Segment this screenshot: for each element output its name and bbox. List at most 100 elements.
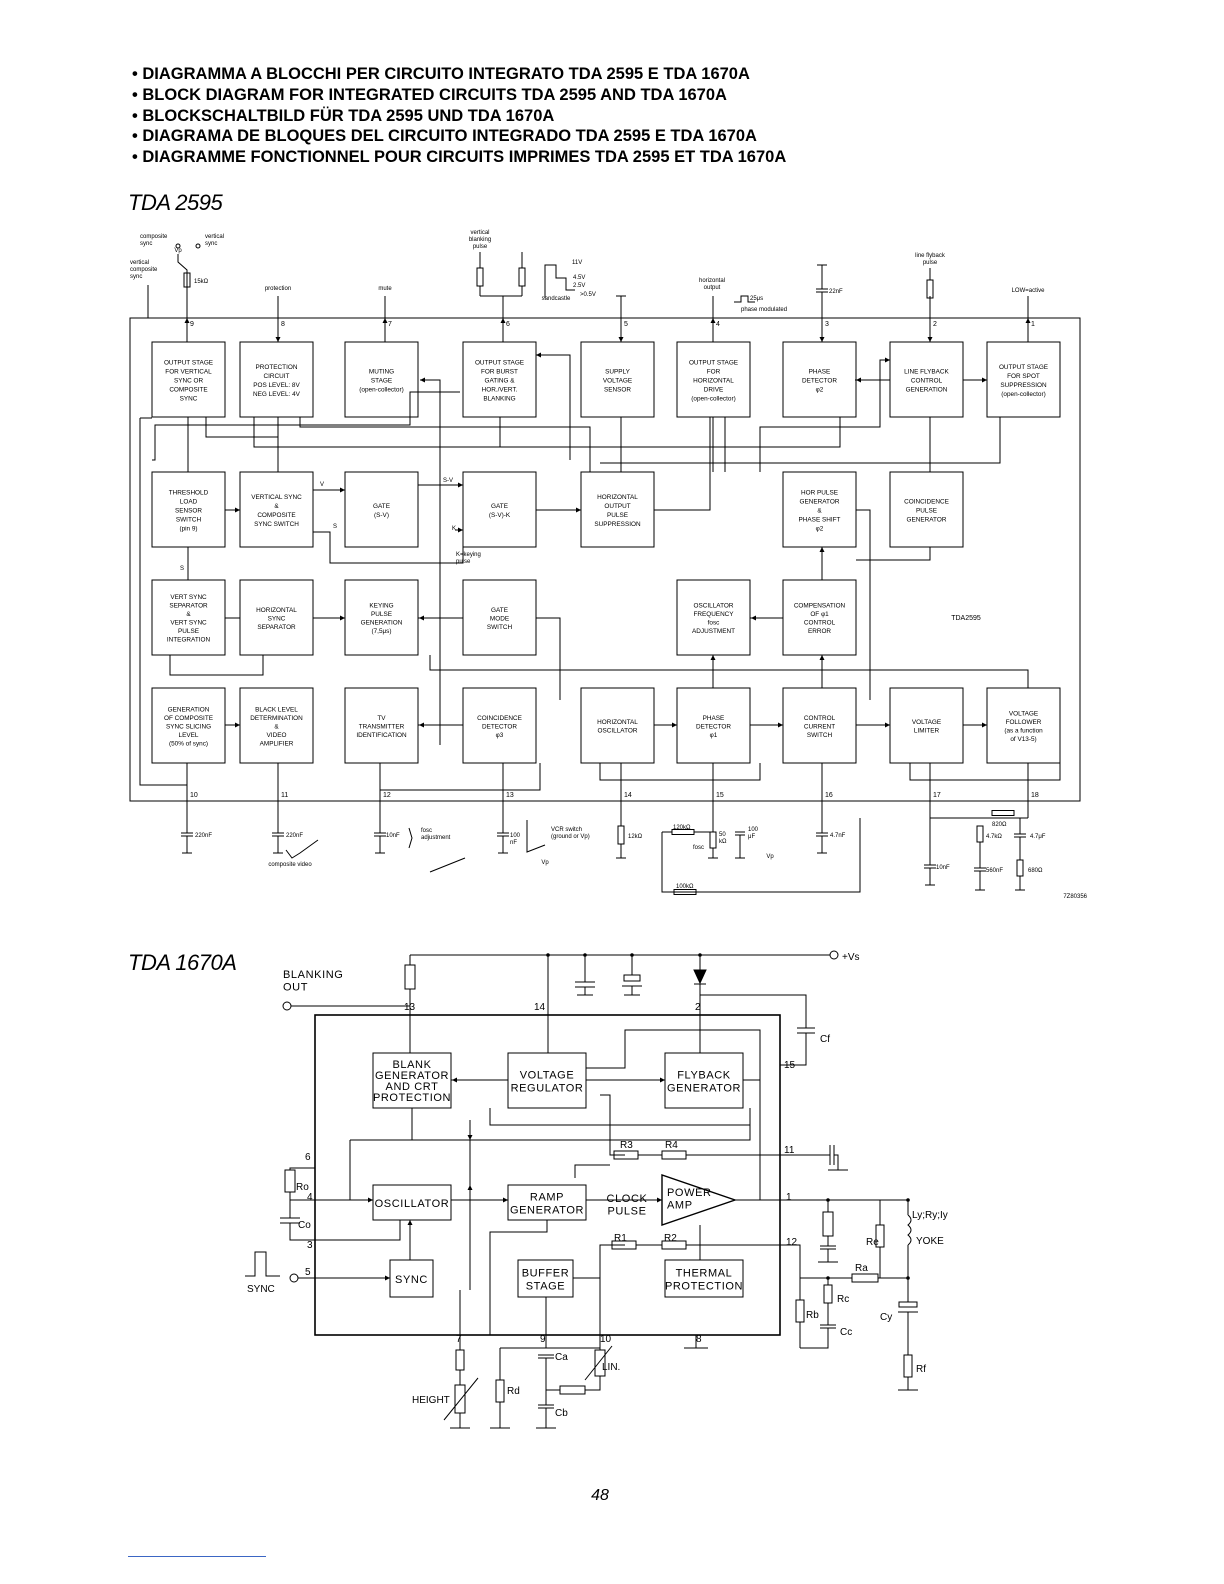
resistor (795, 1299, 805, 1323)
arrowhead (885, 722, 890, 728)
pin-number: 9 (190, 321, 194, 328)
pin-number: 11 (784, 1145, 795, 1156)
wire (139, 418, 187, 786)
wire (544, 264, 575, 298)
label-line: pulse (473, 244, 488, 250)
resistor (617, 825, 625, 845)
wire (289, 1223, 315, 1241)
vp-label: Vp (766, 854, 774, 860)
wire (834, 1154, 839, 1170)
block-label: SEPARATOR (169, 603, 208, 610)
block-label: BLACK LEVEL (255, 706, 298, 713)
block-label: LOAD (180, 499, 198, 506)
label-line: composite (130, 267, 158, 273)
signal-label: V (320, 482, 324, 488)
block-label: SUPPLY (605, 369, 630, 376)
block-label: GENERATOR (907, 517, 947, 524)
arrowhead (927, 337, 933, 342)
resistor-label: 4.7kΩ (986, 834, 1002, 840)
block-label: POS LEVEL: 8V (253, 382, 300, 389)
arrowhead (420, 377, 425, 383)
pin-number: 4 (716, 321, 720, 328)
capacitor-label: 10nF (936, 865, 950, 871)
block-label: (open-collector) (359, 387, 403, 394)
wire (253, 417, 501, 448)
heading-german: BLOCKSCHALTBILD FÜR TDA 2595 UND TDA 167… (132, 106, 786, 127)
block-label: GENERATOR (667, 1083, 741, 1095)
label-line: pulse (923, 260, 938, 266)
label-line: line flyback (915, 253, 946, 259)
wire (599, 763, 761, 781)
wire (489, 1108, 750, 1126)
arrowhead (382, 318, 388, 323)
resistor-label: 15kΩ (194, 279, 209, 285)
block-label: OSCILLATOR (694, 603, 734, 610)
pin-number: 4 (307, 1192, 313, 1203)
ca-label: Ca (555, 1352, 568, 1363)
block-label: VERT SYNC (170, 620, 207, 627)
block-label: PROTECTION (256, 364, 298, 371)
label-line: vertical (205, 234, 224, 240)
wire (694, 818, 714, 833)
vp-label: Vp (174, 248, 182, 254)
arrowhead (452, 1077, 457, 1083)
resistor (404, 964, 416, 990)
arrowhead (500, 318, 506, 323)
block-label: HORIZONTAL (256, 607, 297, 614)
heading-french: DIAGRAMME FONCTIONNEL POUR CIRCUITS IMPR… (132, 147, 786, 168)
ra-label: Ra (855, 1263, 868, 1274)
resistor (926, 279, 934, 299)
capacitor-label: 220nF (195, 833, 212, 839)
label-line: sync (205, 241, 217, 247)
block-label: MODE (490, 615, 509, 622)
block-label: SEPARATOR (257, 624, 296, 631)
block-label: KEYING (369, 603, 393, 610)
block-label: REGULATOR (511, 1083, 584, 1095)
block-label: PULSE (916, 508, 937, 515)
block-label: OUTPUT STAGE (999, 364, 1048, 371)
arrowhead (503, 1197, 508, 1203)
tda2595-block (889, 471, 964, 548)
arrowhead (618, 337, 624, 342)
label-line: POWER (667, 1187, 712, 1199)
block-label: OSCILLATOR (375, 1198, 450, 1210)
block-label: VOLTAGE (603, 378, 632, 385)
label-line: blanking (469, 237, 491, 243)
block-label: VIDEO (267, 732, 287, 739)
wire (315, 1220, 401, 1241)
block-label: GATE (491, 503, 508, 510)
label-line: 100 (510, 833, 521, 839)
arrowhead (710, 318, 716, 323)
arrowhead (982, 722, 987, 728)
wire (585, 1376, 601, 1391)
label-line: CLOCK (607, 1193, 648, 1205)
pin-number: 10 (600, 1334, 612, 1345)
wire (169, 655, 264, 676)
composite-video-label: composite video (268, 862, 312, 868)
tda1670a-block (664, 1259, 744, 1298)
wire (780, 1244, 852, 1279)
pin-number: 14 (534, 1002, 546, 1013)
wire (429, 655, 1029, 688)
resistor (518, 267, 526, 287)
block-label: THERMAL (676, 1268, 733, 1280)
label-line: composite (140, 234, 168, 240)
vs-label: +Vs (842, 952, 860, 963)
pin-number: 3 (307, 1240, 313, 1251)
pin-number: 6 (305, 1152, 311, 1163)
heading-italian: DIAGRAMMA A BLOCCHI PER CIRCUITO INTEGRA… (132, 64, 786, 85)
wire (411, 1108, 751, 1141)
resistor (183, 272, 191, 288)
arrowhead (419, 722, 424, 728)
block-label: SWITCH (176, 517, 202, 524)
arrowhead (1025, 318, 1031, 323)
label-line: AMP (667, 1200, 693, 1212)
arrowhead (340, 615, 345, 621)
block-label: φ1 (710, 732, 718, 739)
